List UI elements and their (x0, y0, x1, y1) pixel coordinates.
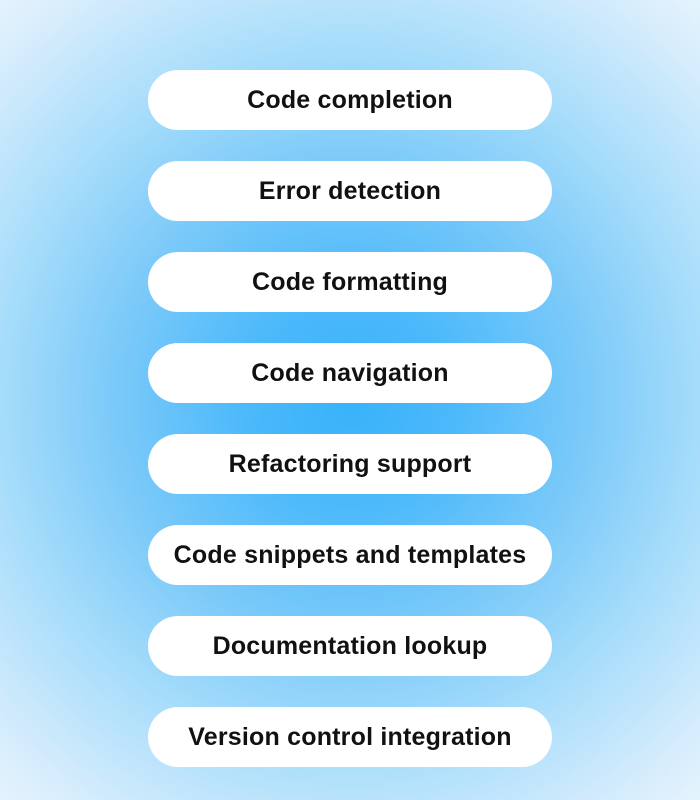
pill-label: Refactoring support (228, 449, 472, 478)
pill-refactoring-support[interactable]: Refactoring support (148, 434, 552, 494)
pill-documentation-lookup[interactable]: Documentation lookup (148, 616, 552, 676)
pill-label: Code formatting (251, 267, 449, 296)
pill-version-control-integration[interactable]: Version control integration (148, 707, 552, 767)
pill-label: Error detection (258, 176, 442, 205)
pill-label: Code navigation (251, 358, 449, 387)
pill-error-detection[interactable]: Error detection (148, 161, 552, 221)
pill-code-formatting[interactable]: Code formatting (148, 252, 552, 312)
pill-code-navigation[interactable]: Code navigation (148, 343, 552, 403)
pill-code-completion[interactable]: Code completion (148, 70, 552, 130)
pill-label: Documentation lookup (212, 631, 488, 660)
pill-label: Version control integration (188, 722, 512, 751)
pill-label: Code snippets and templates (173, 540, 527, 569)
pill-label: Code completion (247, 85, 453, 114)
pill-code-snippets-and-templates[interactable]: Code snippets and templates (148, 525, 552, 585)
